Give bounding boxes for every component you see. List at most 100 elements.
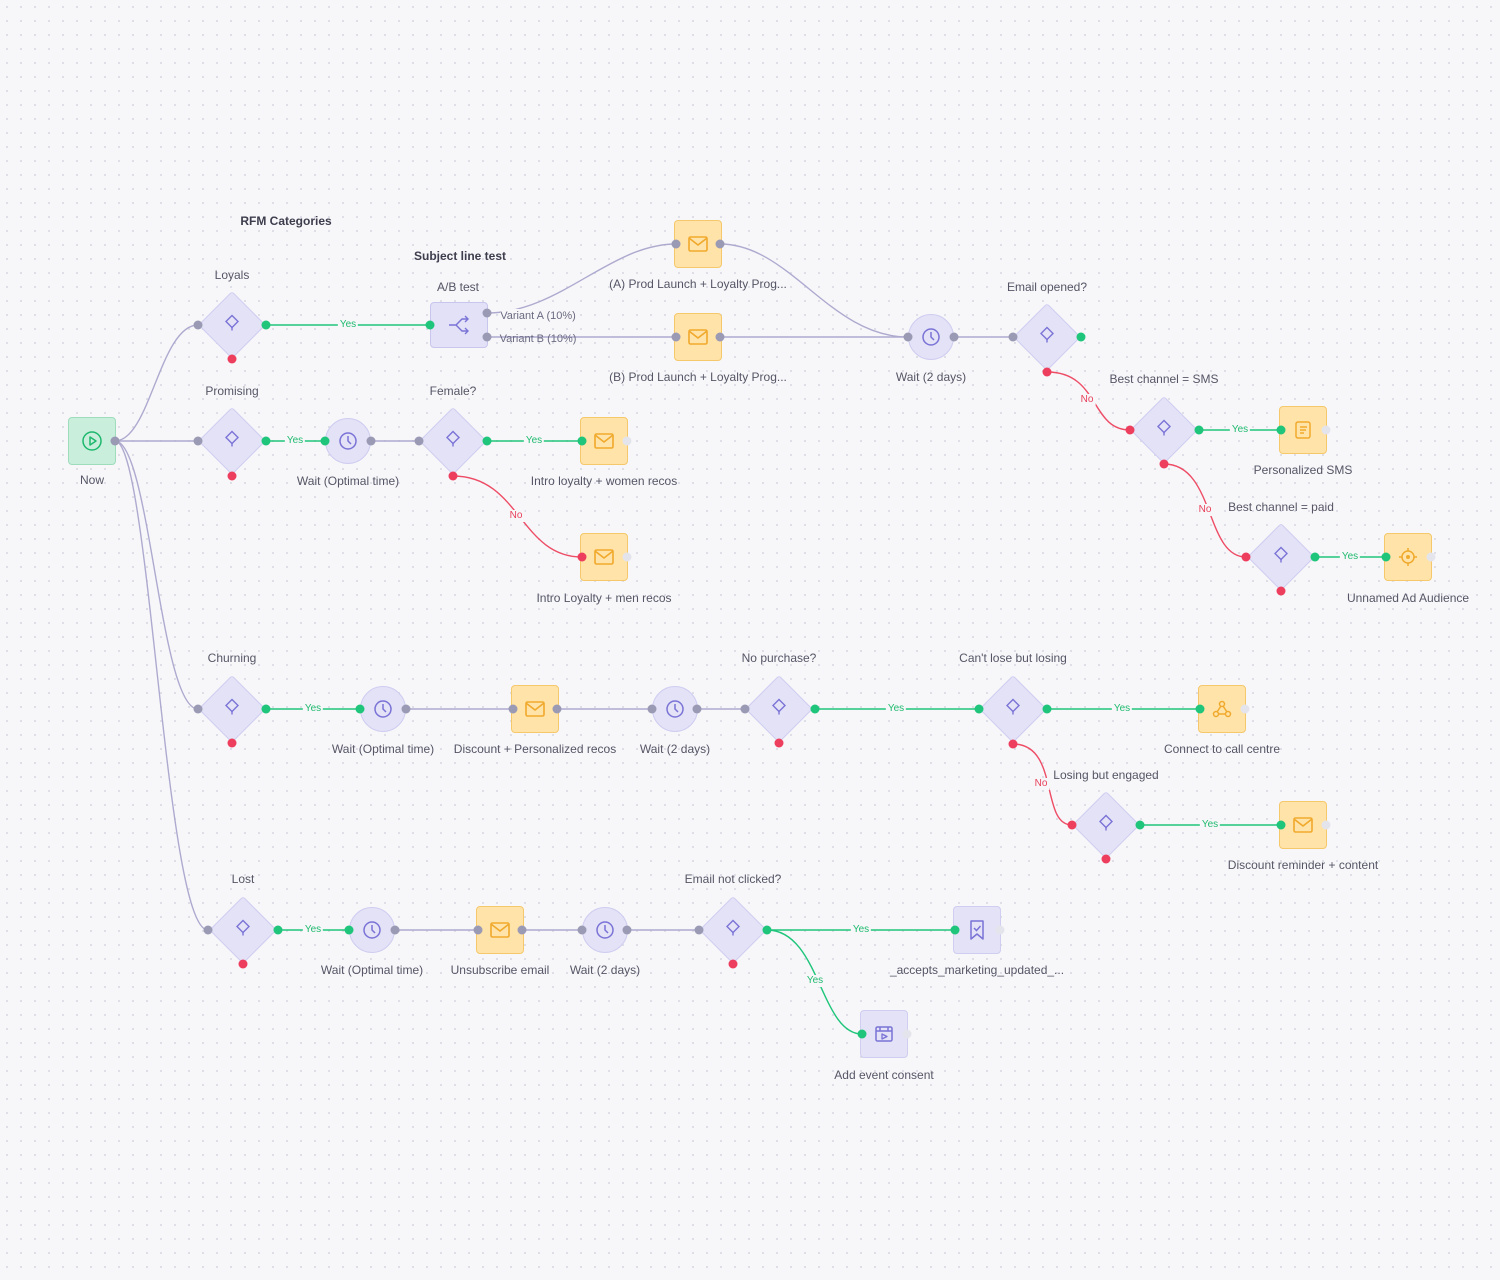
ad-audience-node[interactable] [1384, 533, 1432, 581]
sms-node[interactable] [1279, 406, 1327, 454]
email-men-node[interactable] [580, 533, 628, 581]
email-opened-no-port[interactable] [1042, 367, 1052, 377]
female-no-port[interactable] [448, 471, 458, 481]
no-purchase-no-port[interactable] [774, 738, 784, 748]
best-sms-yes-port[interactable] [1194, 425, 1204, 435]
wait-optimal-lost-node[interactable] [349, 907, 395, 953]
best-channel-sms-label: Best channel = SMS [1109, 372, 1219, 386]
wait-optimal-promising-node[interactable] [325, 418, 371, 464]
wait-2days-loyals-node[interactable] [908, 314, 954, 360]
email-unsubscribe-node[interactable] [476, 906, 524, 954]
best-paid-yes-port[interactable] [1310, 552, 1320, 562]
lost-in-port[interactable] [203, 925, 213, 935]
wait2-churning-out-port[interactable] [692, 704, 702, 714]
email-discount-in-port[interactable] [508, 704, 518, 714]
consent-out-port[interactable] [902, 1029, 912, 1039]
wait-2days-churning-node[interactable] [652, 686, 698, 732]
best-paid-in-port[interactable] [1241, 552, 1251, 562]
losing-engaged-no-port[interactable] [1101, 854, 1111, 864]
start-out-port[interactable] [110, 436, 120, 446]
not-clicked-no-port[interactable] [728, 959, 738, 969]
consent-in-port[interactable] [857, 1029, 867, 1039]
play-icon [82, 431, 102, 451]
email-discount-out-port[interactable] [552, 704, 562, 714]
losing-engaged-yes-port[interactable] [1135, 820, 1145, 830]
lost-yes-port[interactable] [273, 925, 283, 935]
email-reminder-node[interactable] [1279, 801, 1327, 849]
email-a-out-port[interactable] [715, 239, 725, 249]
call-out-port[interactable] [1240, 704, 1250, 714]
ad-out-port[interactable] [1426, 552, 1436, 562]
split-icon [233, 918, 253, 943]
wait-loyals-in-port[interactable] [903, 332, 913, 342]
wait2-lost-out-port[interactable] [622, 925, 632, 935]
email-a-in-port[interactable] [671, 239, 681, 249]
email-unsub-in-port[interactable] [473, 925, 483, 935]
call-in-port[interactable] [1195, 704, 1205, 714]
email-opened-yes-port[interactable] [1076, 332, 1086, 342]
variant-b-port[interactable] [482, 332, 492, 342]
email-men-out-port[interactable] [622, 552, 632, 562]
wait-churning-out-port[interactable] [401, 704, 411, 714]
best-sms-no-port[interactable] [1159, 459, 1169, 469]
email-men-in-port[interactable] [577, 552, 587, 562]
ab-test-node[interactable] [430, 302, 488, 348]
email-unsub-out-port[interactable] [517, 925, 527, 935]
churning-yes-port[interactable] [261, 704, 271, 714]
wait-lost-in-port[interactable] [344, 925, 354, 935]
marketing-in-port[interactable] [950, 925, 960, 935]
ad-in-port[interactable] [1381, 552, 1391, 562]
email-women-in-port[interactable] [577, 436, 587, 446]
marketing-property-node[interactable] [953, 906, 1001, 954]
cant-lose-in-port[interactable] [974, 704, 984, 714]
email-a-label: (A) Prod Launch + Loyalty Prog... [609, 277, 787, 291]
email-reminder-in-port[interactable] [1276, 820, 1286, 830]
cant-lose-yes-port[interactable] [1042, 704, 1052, 714]
wait-promising-out-port[interactable] [366, 436, 376, 446]
marketing-out-port[interactable] [995, 925, 1005, 935]
wait2-lost-in-port[interactable] [577, 925, 587, 935]
email-b-in-port[interactable] [671, 332, 681, 342]
ab-in-port[interactable] [425, 320, 435, 330]
cant-lose-no-port[interactable] [1008, 739, 1018, 749]
wait-churning-in-port[interactable] [355, 704, 365, 714]
email-reminder-out-port[interactable] [1321, 820, 1331, 830]
start-node[interactable] [68, 417, 116, 465]
call-centre-node[interactable] [1198, 685, 1246, 733]
churning-in-port[interactable] [193, 704, 203, 714]
promising-no-port[interactable] [227, 471, 237, 481]
female-in-port[interactable] [414, 436, 424, 446]
sms-out-port[interactable] [1321, 425, 1331, 435]
edge-start-lost [114, 440, 209, 931]
wait-2days-lost-node[interactable] [582, 907, 628, 953]
churning-no-port[interactable] [227, 738, 237, 748]
best-sms-in-port[interactable] [1125, 425, 1135, 435]
best-paid-no-port[interactable] [1276, 586, 1286, 596]
loyals-in-port[interactable] [193, 320, 203, 330]
wait-optimal-churning-node[interactable] [360, 686, 406, 732]
add-event-consent-node[interactable] [860, 1010, 908, 1058]
email-b-out-port[interactable] [715, 332, 725, 342]
sms-in-port[interactable] [1276, 425, 1286, 435]
female-yes-port[interactable] [482, 436, 492, 446]
wait-loyals-out-port[interactable] [949, 332, 959, 342]
email-women-node[interactable] [580, 417, 628, 465]
loyals-yes-port[interactable] [261, 320, 271, 330]
promising-in-port[interactable] [193, 436, 203, 446]
loyals-no-port[interactable] [227, 354, 237, 364]
wait2-churning-in-port[interactable] [647, 704, 657, 714]
lost-no-port[interactable] [238, 959, 248, 969]
losing-engaged-in-port[interactable] [1067, 820, 1077, 830]
wait-promising-in-port[interactable] [320, 436, 330, 446]
email-women-out-port[interactable] [622, 436, 632, 446]
not-clicked-yes-port[interactable] [762, 925, 772, 935]
no-purchase-in-port[interactable] [740, 704, 750, 714]
not-clicked-in-port[interactable] [694, 925, 704, 935]
no-purchase-yes-port[interactable] [810, 704, 820, 714]
split-icon [1154, 418, 1174, 443]
wait-lost-out-port[interactable] [390, 925, 400, 935]
email-opened-in-port[interactable] [1008, 332, 1018, 342]
promising-yes-port[interactable] [261, 436, 271, 446]
variant-a-port[interactable] [482, 308, 492, 318]
variant-a-label: Variant A (10%) [500, 309, 576, 323]
